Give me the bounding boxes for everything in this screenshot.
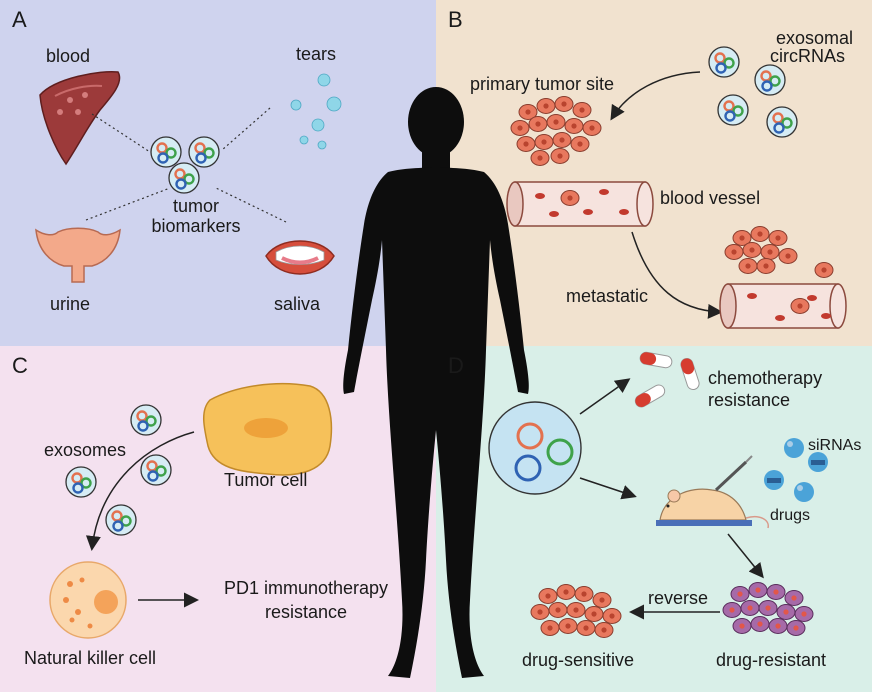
nk-cell-illustration xyxy=(49,561,127,639)
panel-a-letter: A xyxy=(12,7,27,32)
panel-a-exosome-cluster xyxy=(149,135,221,195)
exosome-large-illustration xyxy=(488,401,582,495)
chemo-label-line2: resistance xyxy=(708,390,791,410)
panel-b-letter: B xyxy=(448,7,463,32)
metastatic-vessel-illustration xyxy=(719,283,847,329)
sirnas-label: siRNAs xyxy=(808,437,862,454)
nk-cell-label: Natural killer cell xyxy=(24,648,157,668)
mouse-illustration xyxy=(656,455,769,529)
arrow-vessel-to-metastasis xyxy=(631,231,723,319)
blood-vessel-label: blood vessel xyxy=(660,188,761,208)
drug-sensitive-label: drug-sensitive xyxy=(522,650,635,670)
arrow-to-chemo xyxy=(579,378,631,415)
tumor-cell-label: Tumor cell xyxy=(224,470,308,490)
human-silhouette xyxy=(343,87,529,678)
primary-tumor-cluster xyxy=(510,96,602,166)
panel-c-letter: C xyxy=(12,353,28,378)
saliva-label: saliva xyxy=(274,294,321,314)
primary-tumor-label: primary tumor site xyxy=(470,74,615,94)
pd1-label-line1: PD1 immunotherapy xyxy=(223,578,389,598)
arrow-exosomes-to-tumor xyxy=(610,71,701,121)
drug-resistant-label: drug-resistant xyxy=(716,650,827,670)
drugs-label: drugs xyxy=(770,507,811,524)
tears-droplets-icon xyxy=(290,73,342,150)
tumor-cell-illustration xyxy=(203,382,333,476)
biomarker-label-line1: tumor xyxy=(172,196,220,216)
blood-vessel-illustration xyxy=(506,181,654,227)
sirna-drug-particles xyxy=(764,438,828,502)
metastatic-label: metastatic xyxy=(566,286,649,306)
pd1-label-line2: resistance xyxy=(264,602,348,622)
panel-d-letter: D xyxy=(448,353,464,378)
arrow-mouse-to-resistant xyxy=(727,533,764,579)
chemo-label-line1: chemotherapy xyxy=(708,368,823,388)
pills-icon xyxy=(634,351,700,408)
urine-label: urine xyxy=(50,294,91,314)
tears-label: tears xyxy=(296,44,337,64)
drug-resistant-cluster xyxy=(722,582,814,636)
blood-liver-icon xyxy=(39,70,121,166)
reverse-label: reverse xyxy=(648,588,709,608)
exosomal-label-line2: circRNAs xyxy=(770,46,845,66)
exosomes-label: exosomes xyxy=(44,440,127,460)
biomarker-label-line2: biomarkers xyxy=(151,216,241,236)
arrow-tumor-to-nk xyxy=(85,431,195,551)
saliva-mouth-icon xyxy=(265,240,335,275)
drug-sensitive-cluster xyxy=(530,584,622,638)
metastatic-tumor-cluster xyxy=(724,226,834,278)
urine-bladder-icon xyxy=(35,227,121,283)
panel-c-exosome-group xyxy=(64,403,173,537)
panel-a-connectors xyxy=(85,107,287,223)
blood-label: blood xyxy=(46,46,91,66)
arrow-to-mouse xyxy=(579,477,637,500)
exosomal-label-line1: exosomal xyxy=(776,28,854,48)
